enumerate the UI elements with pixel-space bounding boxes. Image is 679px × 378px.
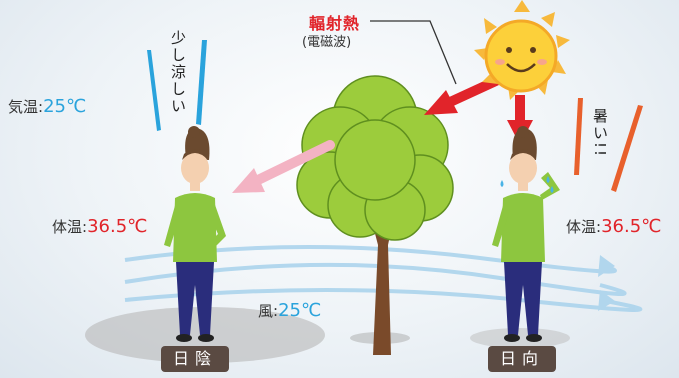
shade-body-temp-label: 体温:	[52, 218, 88, 236]
wind-temperature: 風:25℃	[258, 302, 321, 320]
air-temp-value: 25℃	[43, 96, 87, 117]
wind-label: 風:	[258, 302, 279, 320]
tree-icon	[296, 75, 454, 355]
wind-value: 25℃	[278, 300, 322, 321]
shade-body-temp-value: 36.5℃	[87, 216, 148, 237]
shade-body-temperature: 体温:36.5℃	[52, 218, 147, 236]
sun-body-temperature: 体温:36.5℃	[566, 218, 661, 236]
sun-body-temp-label: 体温:	[566, 218, 602, 236]
person-icon-shade	[164, 126, 226, 342]
sun-badge: 日向	[488, 346, 557, 372]
air-temperature: 気温:25℃	[8, 98, 86, 116]
hot-lines	[574, 98, 643, 192]
sun-feeling-text: 暑い!!	[591, 108, 609, 159]
radiant-heat-title: 輻射熱	[309, 14, 361, 33]
cool-lines	[147, 40, 207, 131]
arrow-icon	[232, 140, 335, 193]
shade-badge: 日陰	[161, 346, 230, 372]
air-temp-label: 気温:	[8, 98, 44, 116]
shade-feeling-text: 少し涼しい	[169, 30, 187, 115]
radiant-heat-subtitle: (電磁波)	[302, 35, 352, 50]
sun-body-temp-value: 36.5℃	[601, 216, 662, 237]
sun-icon	[474, 0, 570, 100]
wind-icon	[124, 244, 643, 312]
person-icon-sun	[492, 126, 560, 342]
